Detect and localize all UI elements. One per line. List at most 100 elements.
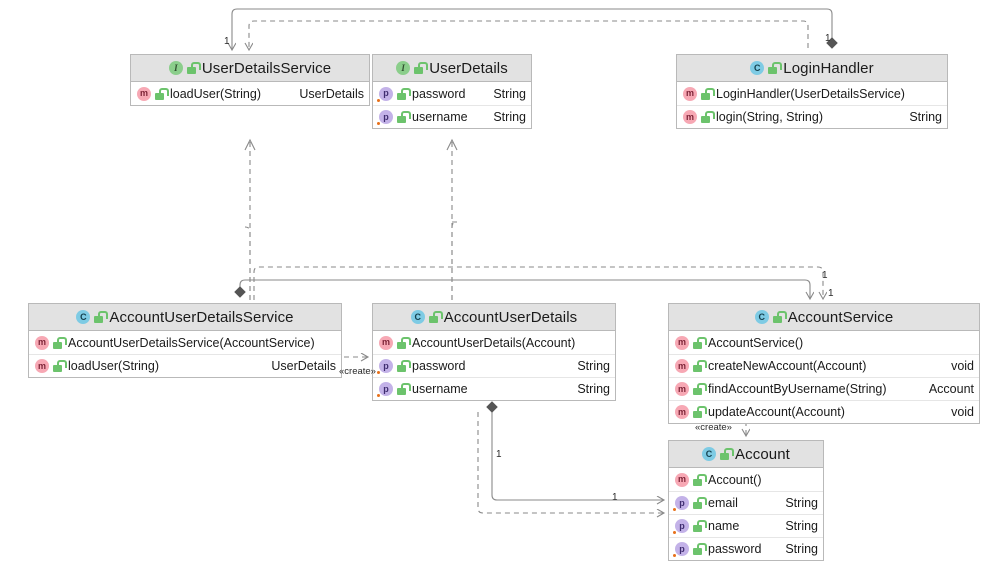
method-icon: m — [675, 359, 689, 373]
edge-loginhandler-dep-userdetailsservice — [249, 20, 809, 50]
method-icon: m — [379, 335, 393, 350]
interface-icon: I — [168, 61, 183, 75]
kind-icon-wrap: p — [379, 110, 393, 124]
edge-audservice-dep-accountservice — [253, 266, 823, 300]
property-icon: p — [379, 382, 393, 396]
public-visibility-icon — [397, 383, 411, 395]
kind-icon-wrap: m — [675, 359, 689, 373]
property-icon: p — [379, 86, 393, 101]
public-visibility-icon — [693, 497, 707, 509]
class-name: Account — [735, 445, 790, 463]
member-name: password — [412, 359, 466, 373]
public-visibility-icon — [397, 111, 411, 123]
edge-label-create-account: «create» — [695, 422, 732, 433]
class-name: AccountService — [787, 308, 894, 326]
class-name: UserDetails — [429, 59, 508, 77]
class-header-AccountService[interactable]: C AccountService — [669, 304, 979, 331]
method-icon: m — [35, 335, 49, 350]
member-name: Account() — [708, 472, 762, 487]
class-name: LoginHandler — [783, 59, 874, 77]
member-type: Account — [928, 382, 974, 396]
public-visibility-icon — [94, 311, 109, 323]
member-row[interactable]: m findAccountByUsername(String) Account — [669, 377, 979, 400]
class-icon: C — [76, 310, 91, 324]
public-visibility-icon — [701, 111, 715, 123]
class-icon: C — [750, 61, 765, 75]
edge-accountuserdetails-account — [491, 412, 664, 500]
kind-icon-wrap: m — [35, 335, 49, 350]
kind-icon-wrap: C — [750, 61, 765, 75]
kind-icon-wrap: m — [137, 86, 151, 101]
property-icon: p — [675, 542, 689, 556]
public-visibility-icon — [772, 311, 787, 323]
member-name: findAccountByUsername(String) — [708, 382, 887, 396]
member-type: String — [785, 519, 818, 533]
kind-icon-wrap: I — [168, 61, 183, 75]
edge-label-m1-udservice: 1 — [224, 36, 230, 47]
member-type: UserDetails — [271, 359, 336, 373]
member-name: password — [412, 86, 466, 101]
member-row[interactable]: p password String — [373, 82, 531, 105]
member-type: String — [577, 382, 610, 396]
member-type: String — [909, 110, 942, 124]
member-name: password — [708, 542, 762, 556]
kind-icon-wrap: C — [754, 310, 769, 324]
method-icon: m — [675, 382, 689, 396]
kind-icon-wrap: m — [35, 359, 49, 373]
member-type: String — [493, 110, 526, 124]
member-name: updateAccount(Account) — [708, 405, 845, 419]
property-icon: p — [379, 110, 393, 124]
edge-label-m1-aud-account-src: 1 — [496, 449, 502, 460]
public-visibility-icon — [53, 336, 67, 349]
kind-icon-wrap: p — [675, 542, 689, 556]
class-name: UserDetailsService — [201, 59, 332, 77]
class-header-LoginHandler[interactable]: C LoginHandler — [677, 55, 947, 82]
kind-icon-wrap: C — [410, 310, 425, 324]
kind-icon-wrap: I — [396, 61, 411, 75]
property-icon: p — [379, 359, 393, 373]
member-type: String — [493, 86, 526, 101]
method-icon: m — [683, 86, 697, 101]
method-icon: m — [137, 86, 151, 101]
interface-icon: I — [396, 61, 411, 75]
edge-label-create-aud: «create» — [339, 366, 376, 377]
member-name: AccountService() — [708, 335, 804, 350]
edge-realization-accountuserdetails-userdetails — [451, 221, 458, 300]
edge-realization-aud-service — [244, 226, 251, 300]
method-icon: m — [35, 359, 49, 373]
public-visibility-icon — [693, 520, 707, 532]
kind-icon-wrap: m — [675, 382, 689, 396]
class-header-UserDetails[interactable]: I UserDetails — [373, 55, 531, 82]
class-header-UserDetailsService[interactable]: I UserDetailsService — [131, 55, 369, 82]
public-visibility-icon — [693, 543, 707, 555]
